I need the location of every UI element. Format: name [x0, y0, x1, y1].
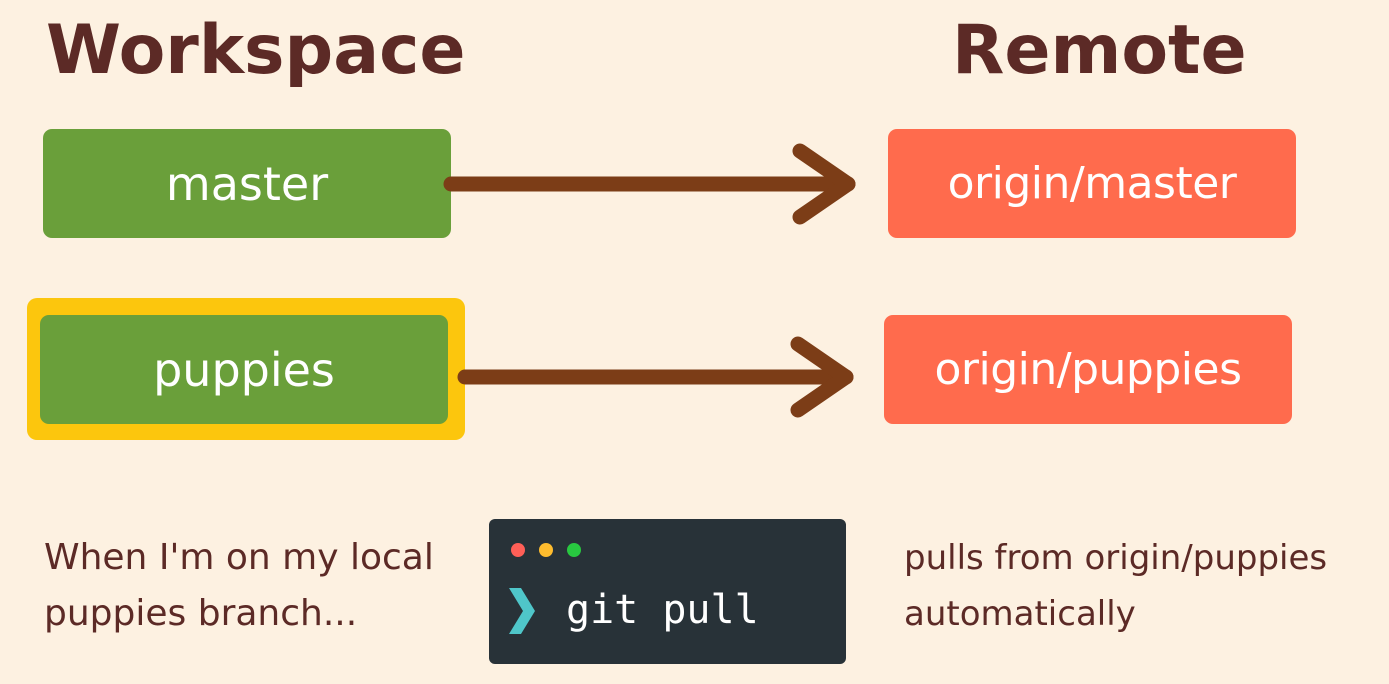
caption-pulls-from-remote: pulls from origin/puppies automatically [904, 530, 1379, 642]
caption-when-on-local-branch: When I'm on my local puppies branch... [44, 530, 474, 642]
remote-branch-origin-master: origin/master [888, 129, 1296, 238]
remote-heading: Remote [952, 11, 1247, 90]
remote-branch-origin-puppies: origin/puppies [884, 315, 1292, 424]
arrow-right-icon [457, 336, 854, 418]
caption-line: When I'm on my local [44, 537, 434, 578]
terminal-command: git pull [566, 587, 759, 633]
workspace-heading: Workspace [46, 11, 466, 90]
caption-line: automatically [904, 594, 1136, 634]
yellow-dot-icon [539, 543, 553, 557]
caption-line: puppies branch... [44, 593, 358, 634]
local-branch-master: master [43, 129, 451, 238]
green-dot-icon [567, 543, 581, 557]
red-dot-icon [511, 543, 525, 557]
arrow-right-icon [443, 143, 856, 225]
caption-line: pulls from origin/puppies [904, 538, 1328, 578]
local-branch-puppies: puppies [40, 315, 448, 424]
chevron-right-icon [509, 588, 535, 634]
